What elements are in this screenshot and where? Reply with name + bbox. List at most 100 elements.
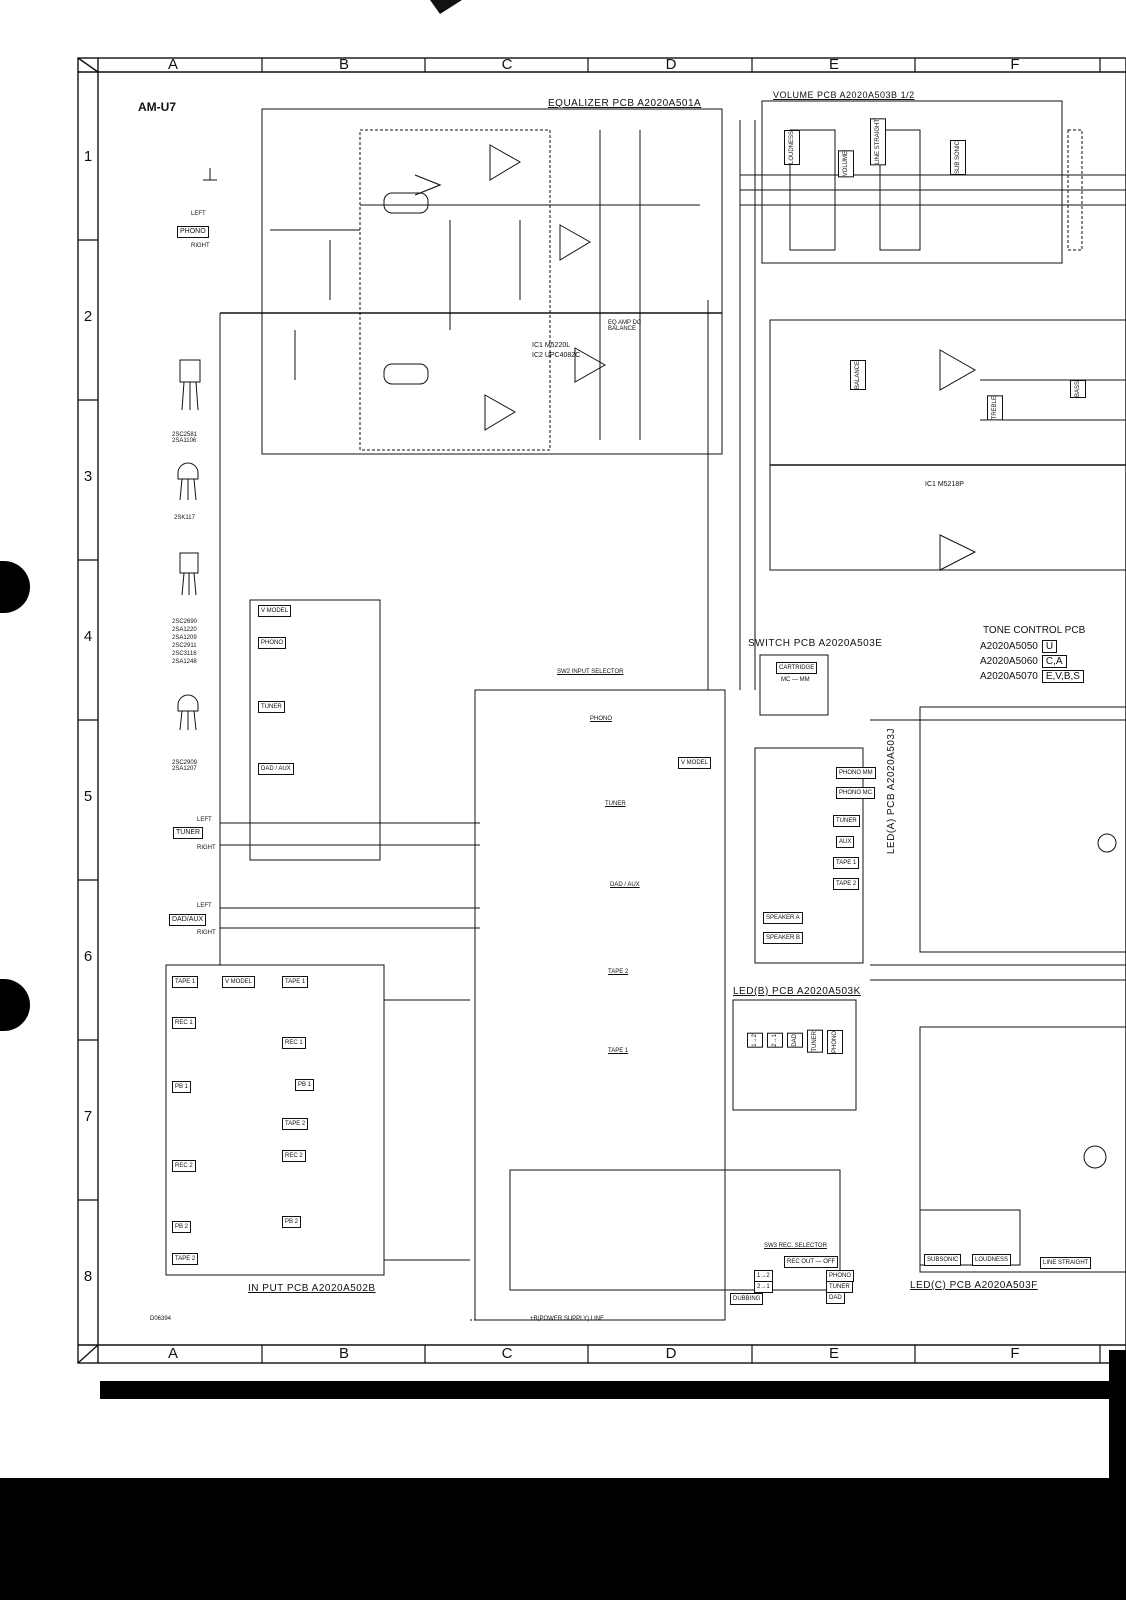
tone-variant-2-codes: C,A xyxy=(1041,655,1067,668)
led-b-tuner: TUNER xyxy=(807,1030,823,1053)
rec1-label-right: REC 1 xyxy=(282,1037,306,1049)
led-b-dad: DAD xyxy=(787,1033,803,1048)
dubbing-label: DUBBING xyxy=(730,1293,764,1305)
led-b-1-2: 1→2 xyxy=(747,1033,763,1048)
led-b-phono: PHONO xyxy=(827,1030,843,1055)
column-label-e-bottom: E xyxy=(828,1345,839,1362)
input-selector-title: SW2 INPUT SELECTOR xyxy=(557,669,624,675)
phono-right-label: RIGHT xyxy=(191,243,210,249)
volume-label: VOLUME xyxy=(838,150,854,178)
column-label-c: C xyxy=(501,56,513,73)
pb2-label: PB 2 xyxy=(172,1221,192,1233)
rec2-label-right: REC 2 xyxy=(282,1150,306,1162)
tone-variant-1-codes: U xyxy=(1041,640,1058,653)
source-phono-label: PHONO xyxy=(590,716,613,722)
cartridge-label: CARTRIDGE xyxy=(776,662,818,674)
dad-right-label: RIGHT xyxy=(197,930,216,936)
row-label-1: 1 xyxy=(83,148,93,165)
v-model-phono-label: V MODEL xyxy=(258,605,292,617)
small-tuner-label: TUNER xyxy=(258,701,285,713)
dad-aux-jack-label: DAD/AUX xyxy=(169,914,207,926)
phono-jack-label: PHONO xyxy=(177,226,209,238)
led-c-subsonic: SUBSONIC xyxy=(924,1254,962,1266)
led-a-phono-mm: PHONO MM xyxy=(836,767,876,779)
row-label-7: 7 xyxy=(83,1108,93,1125)
pb1-label-right: PB 1 xyxy=(295,1079,315,1091)
column-label-d-bottom: D xyxy=(665,1345,677,1362)
right-edge-band xyxy=(1109,1350,1126,1480)
small-phono-label: PHONO xyxy=(258,637,287,649)
column-label-b-bottom: B xyxy=(338,1345,349,1362)
row-label-2: 2 xyxy=(83,308,93,325)
led-a-tuner: TUNER xyxy=(833,815,860,827)
source-tape2-label: TAPE 2 xyxy=(608,969,629,975)
volume-pcb-title: VOLUME PCB A2020A503B 1/2 xyxy=(773,90,915,100)
mc-mm-label: MC — MM xyxy=(781,677,810,683)
transistor-label-3: 2SC2690 2SA1220 2SA1209 2SC2911 2SC3116 … xyxy=(172,619,198,665)
led-c-loudness: LOUDNESS xyxy=(972,1254,1012,1266)
led-c-line-straight: LINE STRAIGHT xyxy=(1040,1257,1092,1269)
eq-amp-label: EQ AMP DC BALANCE xyxy=(608,320,642,332)
rec2-label: REC 2 xyxy=(172,1160,196,1172)
equalizer-pcb-title: EQUALIZER PCB A2020A501A xyxy=(548,98,702,109)
treble-label: TREBLE xyxy=(987,395,1003,421)
tone-variant-3-part: A2020A5070 xyxy=(980,671,1038,682)
led-a-phono-mc: PHONO MC xyxy=(836,787,875,799)
input-pcb-title: IN PUT PCB A2020A502B xyxy=(248,1283,376,1294)
row-label-6: 6 xyxy=(83,948,93,965)
rec-selector-title: SW3 REC. SELECTOR xyxy=(764,1243,827,1249)
v-model-switch-label: V MODEL xyxy=(678,757,712,769)
transistor-label-1: 2SC2581 2SA1106 xyxy=(172,432,198,444)
column-label-f: F xyxy=(1010,56,1020,73)
led-a-speaker-b: SPEAKER B xyxy=(763,932,804,944)
transistor-label-4: 2SC2909 2SA1207 xyxy=(172,760,198,772)
led-a-pcb-title: LED(A) PCB A2020A503J xyxy=(886,728,897,855)
tuner-right-label: RIGHT xyxy=(197,845,216,851)
footer-bar xyxy=(100,1381,1126,1399)
phono-left-label: LEFT xyxy=(191,211,206,217)
rec-source-dad: DAD xyxy=(826,1292,845,1304)
dub-mode-2: 2→1 xyxy=(754,1281,773,1293)
eq-ic2-label: IC2 UPC4082C xyxy=(532,352,581,359)
dad-left-label: LEFT xyxy=(197,903,212,909)
rec1-label: REC 1 xyxy=(172,1017,196,1029)
led-b-2-1: 2→1 xyxy=(767,1033,783,1048)
power-line-legend: +B(POWER SUPPLY) LINE xyxy=(530,1316,605,1322)
transistor-drawings xyxy=(177,359,201,731)
line-straight-label: LINE STRAIGHT xyxy=(870,118,886,166)
v-model-tape-label: V MODEL xyxy=(222,976,256,988)
source-tuner-label: TUNER xyxy=(605,801,626,807)
doc-id: D06394 xyxy=(150,1316,172,1322)
column-label-d: D xyxy=(665,56,677,73)
row-label-4: 4 xyxy=(83,628,93,645)
dub-mode-1: 1→2 xyxy=(754,1270,773,1282)
tone-control-title: TONE CONTROL PCB xyxy=(983,625,1086,636)
tape1-label-right: TAPE 1 xyxy=(282,976,309,988)
column-label-a: A xyxy=(167,56,178,73)
balance-label: BALANCE xyxy=(850,360,866,391)
switch-pcb-title: SWITCH PCB A2020A503E xyxy=(748,638,883,649)
led-a-tape2: TAPE 2 xyxy=(833,878,860,890)
model-label: AM-U7 xyxy=(138,100,176,114)
led-a-speaker-a: SPEAKER A xyxy=(763,912,803,924)
tone-ic1-label: IC1 M5218P xyxy=(925,481,964,488)
led-a-aux: AUX xyxy=(836,836,855,848)
row-label-3: 3 xyxy=(83,468,93,485)
source-tape1-label: TAPE 1 xyxy=(608,1048,629,1054)
tone-variant-2-part: A2020A5060 xyxy=(980,656,1038,667)
column-label-a-bottom: A xyxy=(167,1345,178,1362)
led-c-pcb-title: LED(C) PCB A2020A503F xyxy=(910,1280,1038,1291)
source-dad-aux-label: DAD / AUX xyxy=(610,882,640,888)
tape2-label-right: TAPE 2 xyxy=(282,1118,309,1130)
column-label-b: B xyxy=(338,56,349,73)
bottom-black-band xyxy=(0,1478,1126,1600)
tape1-label: TAPE 1 xyxy=(172,976,199,988)
tuner-left-label: LEFT xyxy=(197,817,212,823)
tone-variant-3-codes: E,V,B,S xyxy=(1041,670,1084,683)
led-b-pcb-title: LED(B) PCB A2020A503K xyxy=(733,986,861,997)
subsonic-label: SUB SONIC xyxy=(950,140,966,176)
